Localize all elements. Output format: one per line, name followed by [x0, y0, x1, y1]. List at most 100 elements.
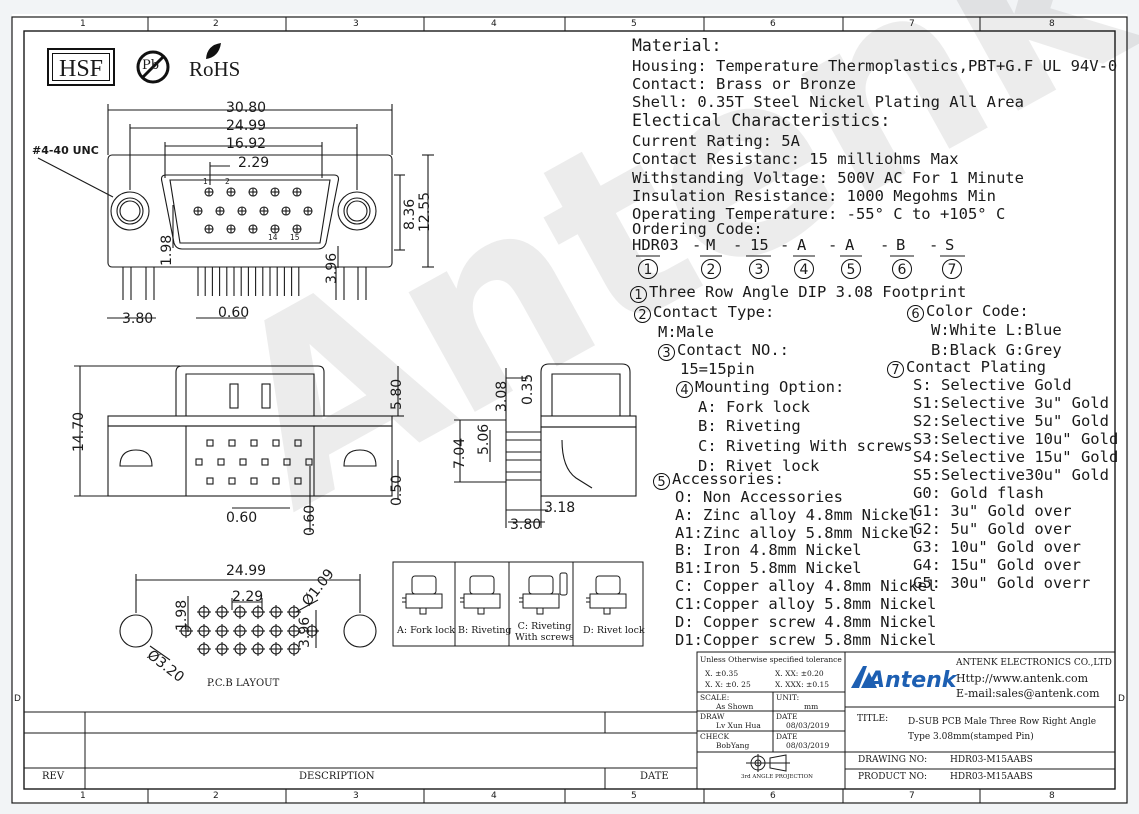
option-5-item-1: O: Non Accessories [675, 488, 843, 506]
pin-label-14: 14 [268, 233, 278, 242]
option-7-item-6: S5:Selective30u" Gold [913, 466, 1109, 484]
unit-label: UNIT: [776, 693, 800, 702]
option-7-item-8: G1: 3u" Gold over [913, 502, 1072, 520]
unit-value: mm [804, 702, 819, 711]
option-5-item-6: C: Copper alloy 4.8mm Nickel [675, 577, 937, 595]
dim-0-60-front-vertical: 0.60 [302, 504, 318, 536]
option-2-num: 2 [634, 306, 651, 323]
mount-view-a-label: A: Fork lock [397, 625, 456, 636]
option-4-item-1: A: Fork lock [698, 398, 810, 416]
option-5-item-3: A1:Zinc alloy 5.8mm Nickel [675, 524, 918, 542]
mount-view-c-label: C: Riveting With screws [515, 621, 574, 643]
pin-front [206, 477, 214, 485]
electrical-line-1: Current Rating: 5A [632, 132, 800, 150]
option-2-item-1: M:Male [658, 323, 714, 341]
option-6-item-2: B:Black G:Grey [931, 341, 1062, 359]
dim-pcb-24-99: 24.99 [226, 563, 267, 579]
option-6-num: 6 [907, 305, 924, 322]
ordering-num-2: 2 [701, 259, 721, 279]
option-5-item-8: D: Copper screw 4.8mm Nickel [675, 613, 937, 631]
check-value: BobYang [716, 741, 750, 750]
draw-value: Lv Xun Hua [716, 721, 761, 730]
col-label-6-bottom: 6 [770, 791, 776, 801]
side-view [454, 363, 637, 528]
inner-frame [23, 30, 1116, 790]
pin-front [294, 477, 302, 485]
option-7-item-3: S2:Selective 5u" Gold [913, 412, 1109, 430]
ordering-dash-1: - [692, 236, 702, 254]
col-label-3-bottom: 3 [353, 791, 359, 801]
ordering-dash-4: - [828, 236, 838, 254]
scale-value: As Shown [716, 702, 754, 711]
dim-3-96: 3.96 [324, 252, 340, 284]
option-6-item-1: W:White L:Blue [931, 321, 1062, 339]
pin-label-2: 2 [225, 177, 230, 186]
check-date: 08/03/2019 [786, 741, 830, 750]
ordering-part-6: B [896, 236, 906, 254]
scale-label: SCALE: [700, 693, 730, 702]
pin-front [250, 439, 258, 447]
option-7-item-5: S4:Selective 15u" Gold [913, 448, 1119, 466]
option-7-item-1: S: Selective Gold [913, 376, 1072, 394]
dim-14-70: 14.70 [71, 411, 87, 452]
tolerance-4: X. XXX: ±0.15 [775, 680, 830, 689]
no-lead-icon [136, 50, 170, 84]
dim-2-29: 2.29 [238, 155, 270, 171]
drawing-title-line-1: D-SUB PCB Male Three Row Right Angle [908, 717, 1097, 727]
pin-front [217, 458, 225, 466]
option-3-item-1: 15=15pin [680, 360, 755, 378]
dim-3-08: 3.08 [494, 380, 510, 412]
row-label-d-left: D [14, 694, 21, 704]
pin-front [228, 477, 236, 485]
pin-label-1: 1 [203, 177, 208, 186]
ordering-part-4: A [797, 236, 807, 254]
dim-pcb-3-96: 3.96 [297, 616, 313, 648]
row-label-d-right: D [1118, 694, 1125, 704]
col-label-7-bottom: 7 [909, 791, 915, 801]
description-header: DESCRIPTION [299, 771, 375, 782]
top-view [37, 104, 434, 319]
ordering-part-5: A [845, 236, 855, 254]
option-4-label: Mounting Option: [695, 378, 845, 396]
electrical-title: Electical Characteristics: [632, 111, 891, 130]
dim-3-18: 3.18 [544, 500, 576, 516]
ordering-dash-3: - [780, 236, 790, 254]
drawing-no-label: DRAWING NO: [858, 755, 928, 765]
dim-pcb-1-98: 1.98 [174, 599, 190, 631]
pin-front [250, 477, 258, 485]
dim-30-80: 30.80 [226, 100, 267, 116]
dim-24-99: 24.99 [226, 118, 267, 134]
ordering-num-1: 1 [638, 259, 658, 279]
ordering-num-4: 4 [794, 259, 814, 279]
col-label-5: 5 [631, 19, 637, 29]
projection-symbol [746, 754, 790, 772]
pin-front [272, 477, 280, 485]
option-7-item-2: S1:Selective 3u" Gold [913, 394, 1109, 412]
option-7-item-10: G3: 10u" Gold over [913, 538, 1081, 556]
ordering-dash-5: - [880, 236, 890, 254]
dim-0-60-top: 0.60 [218, 305, 250, 321]
ordering-part-7: S [945, 236, 955, 254]
ordering-num-5: 5 [841, 259, 861, 279]
material-shell: Shell: 0.35T Steel Nickel Plating All Ar… [632, 93, 1024, 111]
option-1-num: 1 [630, 286, 647, 303]
pin-front [305, 458, 313, 466]
pin-front [294, 439, 302, 447]
dim-8-36: 8.36 [402, 198, 418, 230]
date-header: DATE [640, 771, 669, 782]
option-5-item-7: C1:Copper alloy 5.8mm Nickel [675, 595, 937, 613]
riveting-screws-foot [536, 607, 544, 615]
col-label-4: 4 [491, 19, 497, 29]
col-label-7: 7 [909, 19, 915, 29]
drawing-title-line-2: Type 3.08mm(stamped Pin) [908, 732, 1034, 742]
option-4-item-4: D: Rivet lock [698, 457, 820, 475]
dim-pcb-2-29: 2.29 [232, 589, 264, 605]
rohs-label: RoHS [189, 57, 241, 81]
col-label-2-bottom: 2 [213, 791, 219, 801]
ordering-part-1: HDR03 [632, 236, 679, 254]
company-website: Http://www.antenk.com [956, 672, 1089, 685]
